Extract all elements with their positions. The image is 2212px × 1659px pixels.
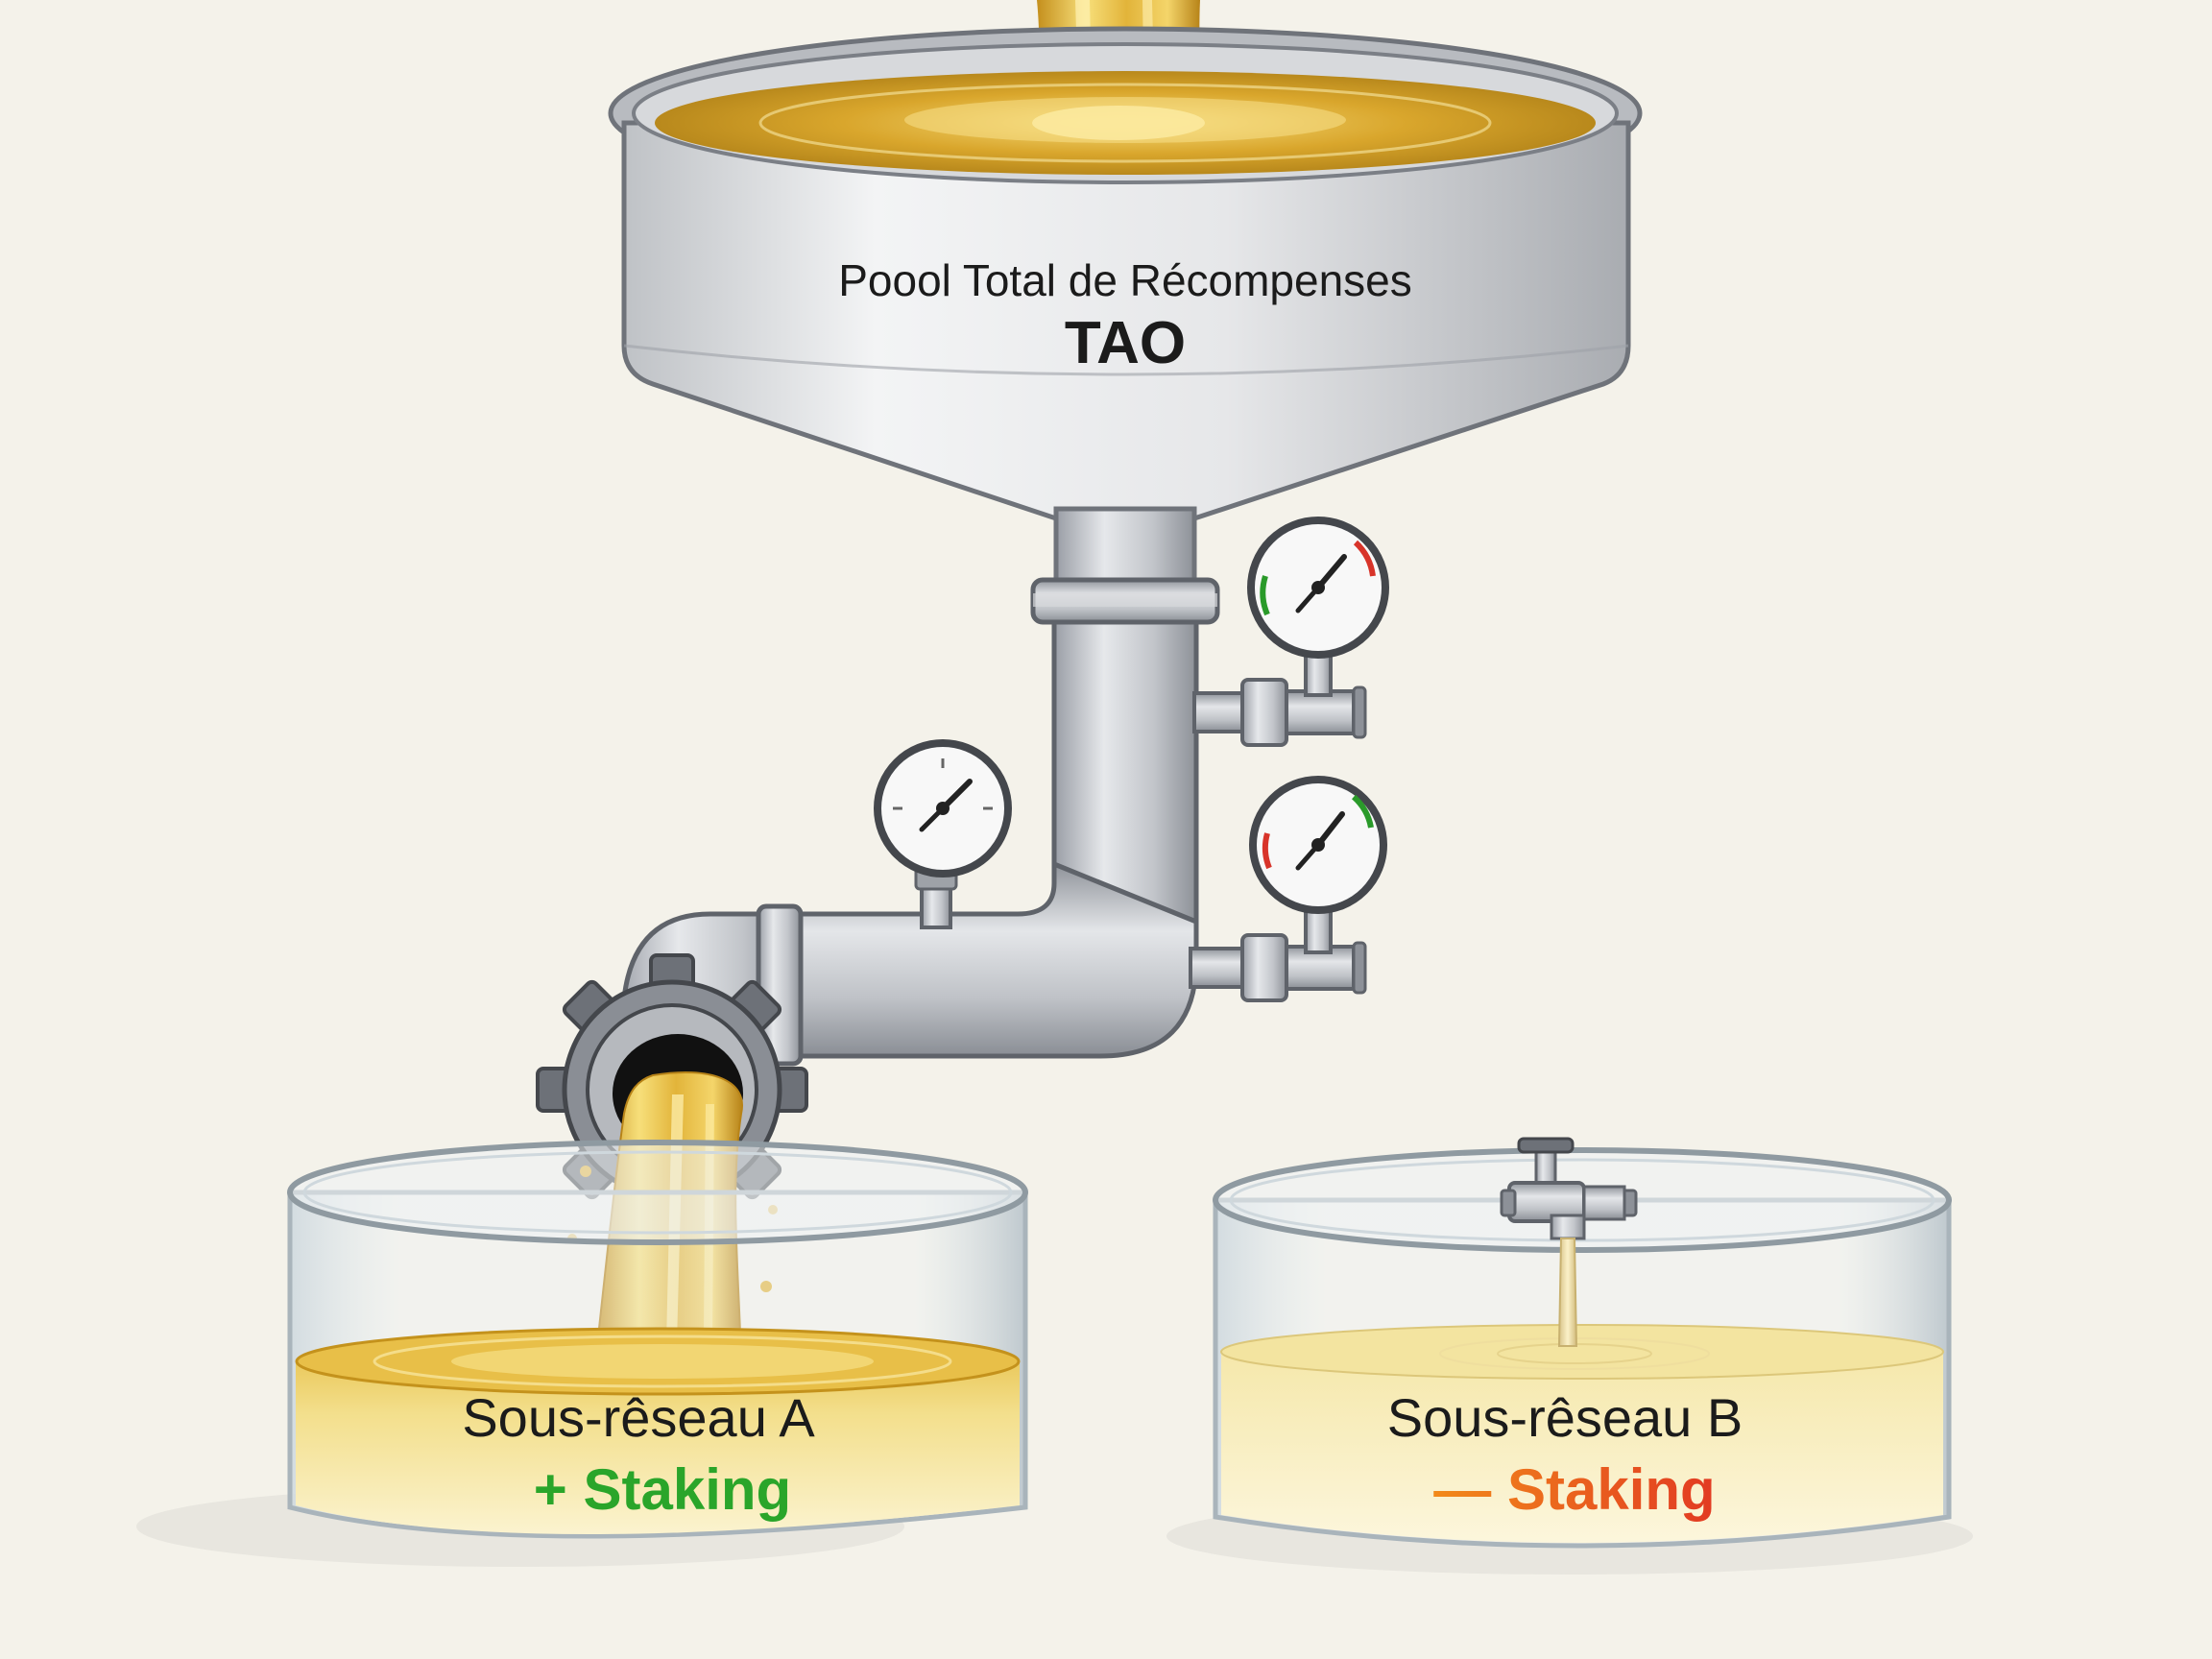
basin-b-staking: — Staking — [1433, 1457, 1715, 1522]
pressure-gauge-icon — [1189, 776, 1387, 1002]
basin-b — [1166, 1147, 1973, 1575]
basin-b-name: Sous-rêseau B — [1387, 1387, 1743, 1448]
thin-stream-to-basin-b — [1557, 1238, 1578, 1347]
basin-a — [136, 1140, 1028, 1567]
pressure-gauge-icon — [874, 739, 1012, 929]
pool-token: TAO — [1065, 310, 1186, 376]
basin-a-staking: + Staking — [534, 1457, 791, 1522]
pressure-gauge-icon — [1192, 517, 1389, 747]
pool-title: Poool Total de Récompenses — [838, 255, 1412, 305]
faucet-icon — [1500, 1137, 1638, 1240]
basin-a-name: Sous-rêseau A — [462, 1387, 815, 1448]
